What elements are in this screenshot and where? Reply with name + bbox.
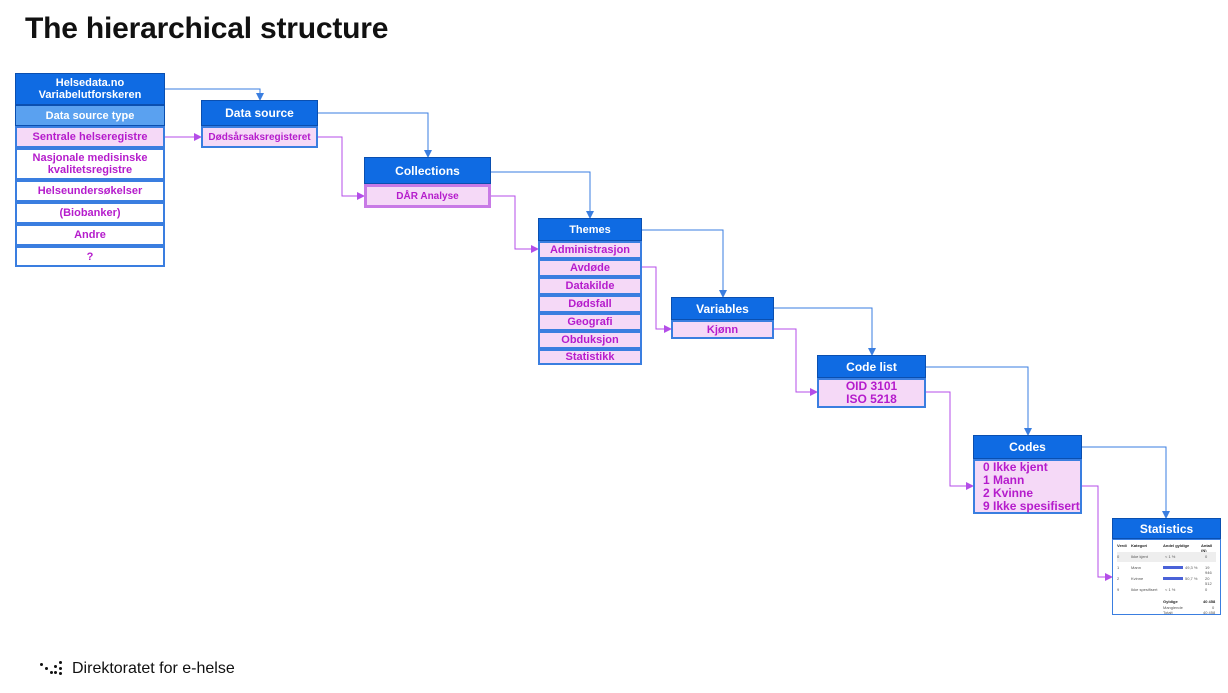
arrow-dodsarsak-to-dar	[318, 136, 365, 200]
arrow-avdode-to-kjonn	[642, 266, 672, 333]
node-obduksjon[interactable]: Obduksjon	[538, 331, 642, 349]
code-9: 9 Ikke spesifisert	[983, 498, 1080, 513]
stat-cell-count: 0	[1205, 587, 1208, 592]
node-unknown[interactable]: ?	[15, 246, 165, 267]
arrow-codes-to-stat	[1082, 485, 1113, 581]
node-administrasjon[interactable]: Administrasjon	[538, 241, 642, 259]
helsedata-header: Helsedata.no Variabelutforskeren	[15, 73, 165, 105]
stat-header-row: Verdi Kategori Andel gyldige Antall (N)	[1117, 541, 1216, 553]
arrow-datasource-to-collections	[318, 112, 432, 158]
node-biobanker[interactable]: (Biobanker)	[15, 202, 165, 224]
stat-total-manglende: Manglende 0	[1163, 605, 1215, 610]
stat-row: 2 Kvinne 50,7 % 20 512	[1117, 574, 1216, 586]
page-title: The hierarchical structure	[25, 12, 389, 45]
code-0: 0 Ikke kjent	[983, 459, 1048, 474]
stat-cell-category: Mann	[1131, 565, 1142, 570]
node-nasjonale-medisinske[interactable]: Nasjonale medisinske kvalitetsregistre	[15, 148, 165, 180]
codelist-oid: OID 3101	[845, 379, 898, 393]
stat-cell-value: 9	[1117, 587, 1120, 592]
stat-col-verdi: Verdi	[1117, 543, 1127, 548]
stat-cell-count: 0	[1205, 554, 1208, 559]
code-1: 1 Mann	[983, 472, 1025, 487]
stat-total-gyldige: Gyldige 40 458	[1163, 599, 1216, 604]
stat-cell-percent: < 1 %	[1165, 554, 1176, 559]
arrow-oid-to-codes	[926, 391, 974, 490]
arrow-codes-to-statistics	[1082, 446, 1170, 519]
stat-cell-count: 19 946	[1205, 565, 1212, 575]
node-dar-analyse[interactable]: DÅR Analyse	[364, 184, 491, 208]
node-codelist-values[interactable]: OID 3101 ISO 5218	[817, 378, 926, 408]
stat-cell-count: 20 512	[1205, 576, 1212, 586]
stat-col-antall: Antall (N)	[1201, 543, 1213, 553]
node-geografi[interactable]: Geografi	[538, 313, 642, 331]
arrow-codelist-to-codes	[926, 366, 1032, 436]
node-dodsarsaksregisteret[interactable]: Dødsårsaksregisteret	[201, 126, 318, 148]
stat-total-totalt: Totalt 40 458	[1163, 610, 1216, 615]
datasource-header: Data source	[201, 100, 318, 126]
stat-cell-category: Ikke spesifisert	[1131, 587, 1158, 592]
statistics-header: Statistics	[1112, 518, 1221, 539]
arrow-collections-to-themes	[491, 171, 594, 219]
arrow-kjonn-to-oid	[774, 328, 818, 396]
stat-cell-category: Kvinne	[1131, 576, 1144, 581]
node-kjonn[interactable]: Kjønn	[671, 320, 774, 339]
stat-row: 9 Ikke spesifisert < 1 % 0	[1117, 585, 1216, 595]
stat-cell-percent: < 1 %	[1165, 587, 1176, 592]
footer-org-name: Direktoratet for e-helse	[72, 660, 235, 677]
codelist-header: Code list	[817, 355, 926, 378]
codelist-iso: ISO 5218	[846, 392, 897, 406]
arrow-dar-to-administrasjon	[491, 195, 539, 253]
node-codes-values[interactable]: 0 Ikke kjent 1 Mann 2 Kvinne 9 Ikke spes…	[973, 459, 1082, 514]
stat-row: 1 Mann 49,3 % 19 946	[1117, 563, 1216, 575]
footer-branding: Direktoratet for e-helse	[40, 660, 235, 678]
codes-header: Codes	[973, 435, 1082, 459]
stat-cell-value: 2	[1117, 576, 1120, 581]
code-2: 2 Kvinne	[983, 485, 1034, 500]
stat-col-kategori: Kategori	[1131, 543, 1148, 548]
variables-header: Variables	[671, 297, 774, 320]
node-helseundersokelser[interactable]: Helseundersøkelser	[15, 180, 165, 202]
stat-bar	[1163, 577, 1183, 580]
arrow-helsedata-to-datasource	[165, 88, 264, 101]
stat-cell-percent: 49,3 %	[1185, 565, 1198, 570]
node-avdode[interactable]: Avdøde	[538, 259, 642, 277]
stat-col-andel: Andel gyldige	[1163, 543, 1190, 548]
stat-bar	[1163, 566, 1183, 569]
data-source-type-label: Data source type	[15, 105, 165, 126]
node-sentrale-helseregistre[interactable]: Sentrale helseregistre	[15, 126, 165, 148]
node-dodsfall[interactable]: Dødsfall	[538, 295, 642, 313]
node-datakilde[interactable]: Datakilde	[538, 277, 642, 295]
stat-cell-percent: 50,7 %	[1185, 576, 1198, 581]
stat-cell-category: Ikke kjent	[1131, 554, 1148, 559]
node-andre[interactable]: Andre	[15, 224, 165, 246]
ehelse-logo-icon	[40, 661, 66, 677]
arrow-variables-to-codelist	[774, 307, 876, 356]
node-statistikk[interactable]: Statistikk	[538, 349, 642, 365]
statistics-table: Verdi Kategori Andel gyldige Antall (N) …	[1112, 539, 1221, 615]
stat-row: 0 Ikke kjent < 1 % 0	[1117, 552, 1216, 562]
themes-header: Themes	[538, 218, 642, 241]
collections-header: Collections	[364, 157, 491, 184]
arrow-themes-to-variables	[642, 229, 727, 298]
stat-cell-value: 0	[1117, 554, 1120, 559]
stat-cell-value: 1	[1117, 565, 1120, 570]
